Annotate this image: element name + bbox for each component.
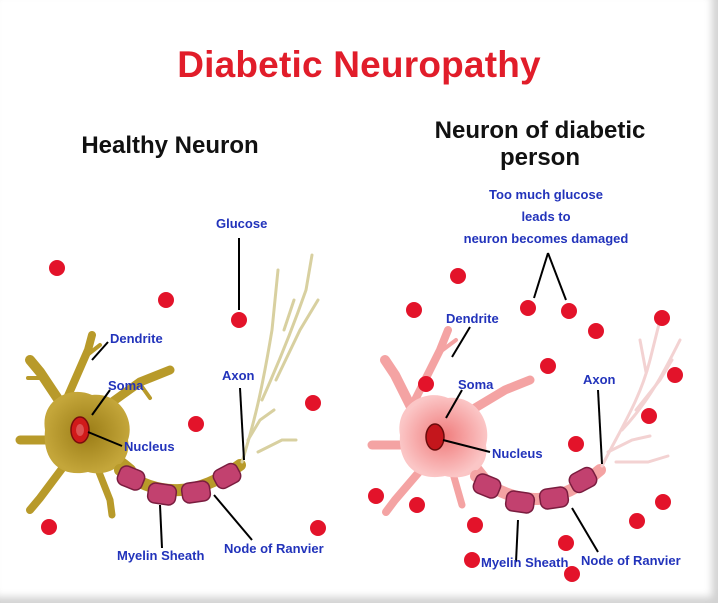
glucose-dot [464, 552, 480, 568]
glucose-dot [450, 268, 466, 284]
diabetic-myelin-segment [539, 486, 570, 510]
glucose-dot [49, 260, 65, 276]
glucose-dot [310, 520, 326, 536]
glucose-dot [641, 408, 657, 424]
label-dendrite-healthy: Dendrite [110, 331, 163, 346]
glucose-dot [629, 513, 645, 529]
label-ranvier-healthy: Node of Ranvier [224, 541, 324, 556]
label-glucose: Glucose [216, 216, 267, 231]
label-nucleus-diabetic: Nucleus [492, 446, 543, 461]
label-axon-healthy: Axon [222, 368, 255, 383]
glucose-dot [409, 497, 425, 513]
healthy-myelin-segment [181, 480, 212, 504]
diabetic-neuron [372, 320, 680, 514]
glucose-dot [467, 517, 483, 533]
glucose-dot [231, 312, 247, 328]
glucose-dot [305, 395, 321, 411]
label-soma-diabetic: Soma [458, 377, 493, 392]
glucose-dot [588, 323, 604, 339]
glucose-dot [41, 519, 57, 535]
label-dendrite-diabetic: Dendrite [446, 311, 499, 326]
glucose-dot [667, 367, 683, 383]
label-nucleus-healthy: Nucleus [124, 439, 175, 454]
diabetic-nucleus [426, 424, 444, 450]
diabetic-axon-terminals [602, 320, 680, 466]
healthy-myelin-segments [115, 461, 243, 506]
glucose-dot [368, 488, 384, 504]
glucose-dot [406, 302, 422, 318]
glucose-dot [654, 310, 670, 326]
glucose-dot [568, 436, 584, 452]
label-myelin-diabetic: Myelin Sheath [481, 555, 568, 570]
diabetic-myelin-segments [471, 465, 599, 514]
label-axon-diabetic: Axon [583, 372, 616, 387]
glucose-dot [520, 300, 536, 316]
glucose-dot [188, 416, 204, 432]
glucose-dot [561, 303, 577, 319]
glucose-dot [655, 494, 671, 510]
label-myelin-healthy: Myelin Sheath [117, 548, 204, 563]
glucose-dot [418, 376, 434, 392]
glucose-dot [158, 292, 174, 308]
glucose-dot [558, 535, 574, 551]
diabetic-myelin-segment [505, 490, 536, 514]
healthy-myelin-segment [147, 482, 178, 506]
healthy-axon-terminals [242, 255, 318, 462]
label-ranvier-diabetic: Node of Ranvier [581, 553, 681, 568]
label-soma-healthy: Soma [108, 378, 143, 393]
glucose-dot [540, 358, 556, 374]
